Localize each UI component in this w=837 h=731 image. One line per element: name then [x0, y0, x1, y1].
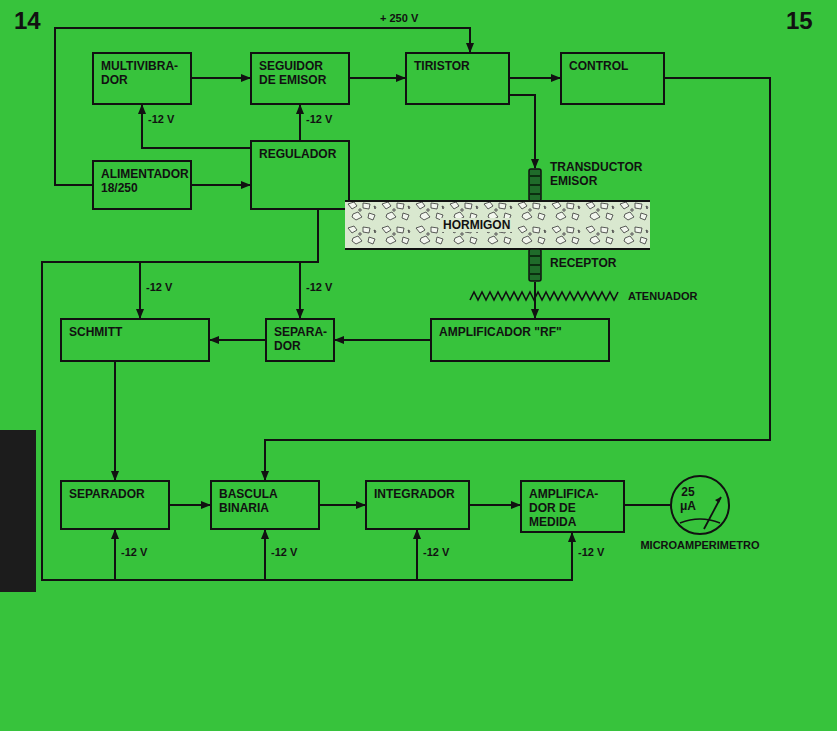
connector [210, 339, 265, 341]
transducer-symbol [528, 248, 542, 282]
node-text: CONTROL [569, 59, 656, 73]
amplifier-box: AMPLIFICADOR "RF" [430, 318, 610, 362]
connector [42, 210, 572, 580]
regulator-box: REGULADOR [250, 140, 350, 210]
power-supply-box: ALIMENTADOR 18/250 [92, 160, 192, 210]
connector [335, 339, 430, 341]
process-box: SEPARADOR [60, 480, 170, 530]
connector [192, 77, 250, 79]
signal-label: -12 V [271, 545, 297, 559]
connector [42, 210, 318, 580]
transducer: TRANSDUCTOR EMISOR [528, 168, 542, 202]
transducer-symbol [528, 168, 542, 202]
signal-label: -12 V [306, 112, 332, 126]
node-text: SEPARADOR [69, 487, 161, 501]
process-box: BASCULA BINARIA [210, 480, 320, 530]
signal-label: -12 V [578, 545, 604, 559]
connector [534, 282, 536, 318]
node-text: MULTIVIBRA- DOR [101, 59, 183, 87]
transducer: RECEPTOR [528, 248, 542, 282]
needle-tip [715, 497, 721, 503]
meter-symbol [670, 475, 730, 535]
signal-label: ATENUADOR [628, 289, 697, 303]
concrete-fill [345, 200, 650, 250]
transducer-body [529, 169, 541, 201]
process-box: SCHMITT [60, 318, 210, 362]
signal-label: -12 V [423, 545, 449, 559]
page-number: 15 [786, 8, 813, 34]
signal-label: -12 V [146, 280, 172, 294]
node-text: SCHMITT [69, 325, 201, 339]
signal-label: -12 V [306, 280, 332, 294]
transducer-band [529, 175, 541, 177]
connector [300, 210, 318, 318]
connector [625, 504, 670, 506]
node-text: HORMIGON [440, 218, 513, 232]
connector [170, 504, 210, 506]
slab-edge [345, 248, 650, 250]
transducer-band [529, 184, 541, 186]
transducer-band [529, 255, 541, 257]
transducer-band [529, 193, 541, 195]
meter-dial [671, 476, 729, 534]
node-text: SEGUIDOR DE EMISOR [259, 59, 341, 87]
attenuator-wave [470, 292, 618, 300]
node-text: AMPLIFICA- DOR DE MEDIDA [529, 487, 616, 529]
page-number: 14 [14, 8, 41, 34]
page-gutter-shadow [0, 430, 36, 592]
connector [350, 77, 405, 79]
process-box: SEGUIDOR DE EMISOR [250, 52, 350, 105]
connector [510, 95, 535, 168]
microammeter: 25 μAMICROAMPERIMETRO [670, 475, 730, 535]
signal-label: -12 V [148, 112, 174, 126]
process-box: INTEGRADOR [365, 480, 470, 530]
transducer-band [529, 264, 541, 266]
connector [299, 105, 301, 140]
node-text: RECEPTOR [550, 256, 616, 270]
concrete-slab: HORMIGON [345, 200, 650, 250]
meter-scale [680, 519, 720, 523]
node-text: TIRISTOR [414, 59, 501, 73]
connector [42, 210, 318, 580]
node-text: REGULADOR [259, 147, 341, 161]
meter-needle [704, 497, 721, 529]
process-box: SEPARA- DOR [265, 318, 335, 362]
connector [140, 210, 318, 318]
process-box: TIRISTOR [405, 52, 510, 105]
connector [510, 77, 560, 79]
node-text: MICROAMPERIMETRO [640, 539, 759, 551]
node-text: ALIMENTADOR 18/250 [101, 167, 183, 195]
signal-label: + 250 V [380, 11, 418, 25]
process-box: CONTROL [560, 52, 665, 105]
node-text: AMPLIFICADOR "RF" [439, 325, 601, 339]
node-text: SEPARA- DOR [274, 325, 326, 353]
connector [192, 184, 250, 186]
connector [265, 78, 770, 480]
connector [142, 105, 250, 148]
process-box: MULTIVIBRA- DOR [92, 52, 192, 105]
slab-edge [345, 200, 650, 202]
transducer-body [529, 249, 541, 281]
connector [42, 210, 417, 580]
transducer-band [529, 273, 541, 275]
connector [470, 504, 520, 506]
node-text: INTEGRADOR [374, 487, 461, 501]
connector [114, 362, 116, 480]
connector [320, 504, 365, 506]
node-text: 25 μA [680, 485, 696, 513]
signal-label: -12 V [121, 545, 147, 559]
node-text: BASCULA BINARIA [219, 487, 311, 515]
amplifier-box: AMPLIFICA- DOR DE MEDIDA [520, 480, 625, 533]
node-text: TRANSDUCTOR EMISOR [550, 160, 642, 188]
